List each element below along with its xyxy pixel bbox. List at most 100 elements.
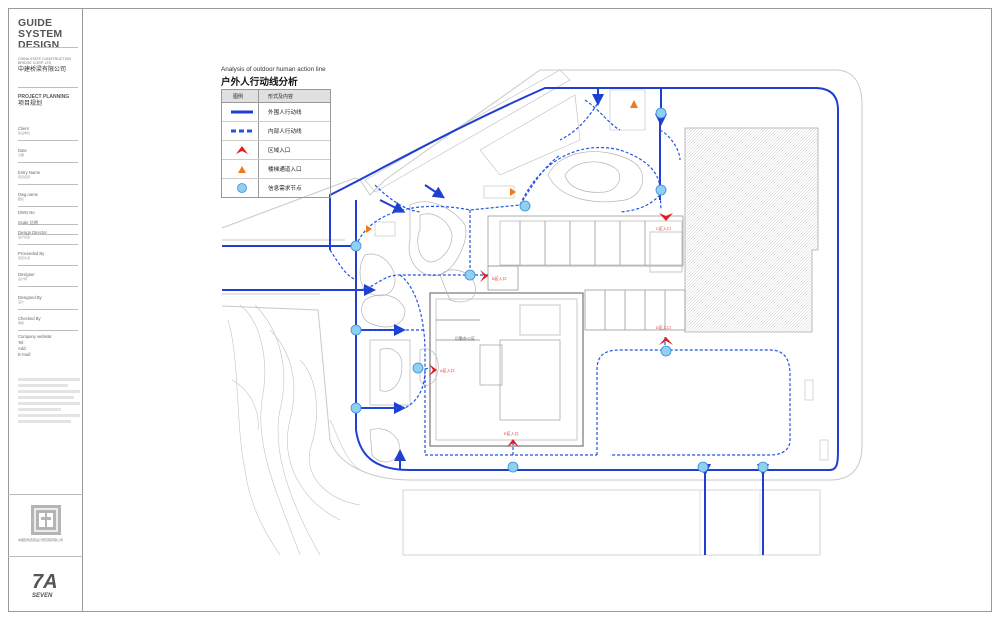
stair-arrows xyxy=(366,100,638,233)
field-label: Scale 比例 xyxy=(18,220,39,225)
divider xyxy=(18,265,78,266)
title-block-heading: GUIDE SYSTEM DESIGN xyxy=(18,18,82,51)
field-sublabel: 图名 xyxy=(18,197,25,201)
entrance-arrow-c xyxy=(659,213,673,221)
area-e-label: E区入口 xyxy=(504,431,519,436)
area-a-label: A区入口 xyxy=(440,368,455,373)
divider xyxy=(18,140,78,141)
diagonal-strip xyxy=(364,69,646,237)
landscape-area xyxy=(227,304,361,556)
info-node xyxy=(655,107,667,119)
field-label: Dwg.name xyxy=(18,192,39,197)
brand-sub: SEVEN xyxy=(32,593,53,599)
field-label: Proceeded By xyxy=(18,251,45,256)
divider xyxy=(18,224,78,225)
legend-header-col1: 图例 xyxy=(233,94,244,100)
info-node xyxy=(660,345,672,357)
parking-stubs xyxy=(804,379,829,461)
contact-tel: Tel: xyxy=(18,340,25,345)
info-node xyxy=(697,461,709,473)
field-label: Date xyxy=(18,148,27,153)
logo-caption: 中国建筑西南设计研究院有限公司 xyxy=(18,538,64,542)
info-node-icon xyxy=(237,183,247,193)
divider xyxy=(18,206,78,207)
divider xyxy=(18,234,78,235)
legend-row-label: 内部人行动线 xyxy=(268,129,302,135)
legend-row-label: 信息需求节点 xyxy=(268,186,302,192)
entrance-arrow-d xyxy=(659,337,673,345)
legend-row: 信息需求节点 xyxy=(222,179,330,197)
stair-arrow-icon xyxy=(238,166,246,173)
legend-row: 区域入口 xyxy=(222,141,330,160)
divider xyxy=(18,87,78,88)
legend-row: 楼梯通道入口 xyxy=(222,160,330,179)
info-node xyxy=(350,240,362,252)
info-node xyxy=(519,200,531,212)
info-node xyxy=(464,269,476,281)
field-sublabel: 设计 xyxy=(18,300,25,304)
divider xyxy=(8,494,82,495)
info-node xyxy=(350,324,362,336)
title-line-1: GUIDE SYSTEM xyxy=(18,17,63,40)
entrance-arrows xyxy=(429,213,673,447)
contact-add: Add: xyxy=(18,346,27,351)
brand-mark: 7A xyxy=(32,571,58,593)
solid-line-icon xyxy=(231,110,253,114)
divider xyxy=(18,244,78,245)
field-sublabel: 项目名称 xyxy=(18,175,31,179)
field-sublabel: 项目负责 xyxy=(18,256,31,260)
divider xyxy=(18,330,78,331)
field-label: Entry Name xyxy=(18,170,41,175)
stair-arrow-1 xyxy=(366,225,372,233)
legend-row-label: 楼梯通道入口 xyxy=(268,167,302,173)
info-node xyxy=(757,461,769,473)
field-label: DWG.No xyxy=(18,210,35,215)
divider xyxy=(18,162,78,163)
stair-arrow-3 xyxy=(630,100,638,108)
info-nodes xyxy=(350,107,769,473)
legend: Analysis of outdoor human action line 户外… xyxy=(221,66,331,198)
divider xyxy=(18,47,78,48)
project-cn: 项目规划 xyxy=(18,101,43,107)
project-en: PROJECT PLANNING xyxy=(18,94,70,100)
title-line-2: DESIGN xyxy=(18,39,60,51)
field-label: Client xyxy=(18,126,29,131)
legend-table: 图例 形式及内容 外围人行动线内部人行动线区域入口楼梯通道入口信息需求节点 xyxy=(221,89,331,198)
legend-row: 外围人行动线 xyxy=(222,103,330,122)
entrance-arrow-south xyxy=(507,439,519,447)
building-block-north xyxy=(487,215,686,331)
building-label: 后勤办公区 xyxy=(455,335,475,341)
field-label: Design Director xyxy=(18,230,47,235)
field-label: Designer xyxy=(18,272,35,277)
field-sublabel: 建设单位 xyxy=(18,131,31,135)
divider xyxy=(8,556,82,557)
entrance-arrow-b xyxy=(480,270,488,282)
legend-row-label: 区域入口 xyxy=(268,148,291,154)
field-sublabel: 设计师 xyxy=(18,277,28,281)
disclaimer-text-block xyxy=(18,378,80,426)
field-label: Checked By xyxy=(18,316,41,321)
legend-row-label: 外围人行动线 xyxy=(268,110,302,116)
area-d-label: D区入口 xyxy=(656,325,671,330)
contact-email: E-mail: xyxy=(18,352,32,357)
legend-header-col2: 形式及内容 xyxy=(268,94,294,100)
area-b-label: B区入口 xyxy=(492,276,507,281)
area-c-label: C区入口 xyxy=(656,226,671,231)
legend-title-cn: 户外人行动线分析 xyxy=(221,77,298,88)
title-block: GUIDE SYSTEM DESIGN CHINA STATE CONSTRUC… xyxy=(8,8,83,612)
field-sublabel: 设计总监 xyxy=(18,235,31,239)
dashed-line-icon xyxy=(231,129,253,133)
info-node xyxy=(350,402,362,414)
legend-row: 内部人行动线 xyxy=(222,122,330,141)
entrance-arrow-a xyxy=(429,364,437,376)
drawing-frame xyxy=(8,8,992,612)
info-node xyxy=(655,184,667,196)
field-sublabel: 审核 xyxy=(18,321,25,325)
seven-brand-logo: 7A SEVEN xyxy=(32,571,58,599)
inner-route-lines xyxy=(329,99,791,456)
hatched-building xyxy=(684,127,819,333)
legend-title-en: Analysis of outdoor human action line xyxy=(221,66,326,73)
info-node xyxy=(507,461,519,473)
entrance-arrow-icon xyxy=(236,146,248,154)
